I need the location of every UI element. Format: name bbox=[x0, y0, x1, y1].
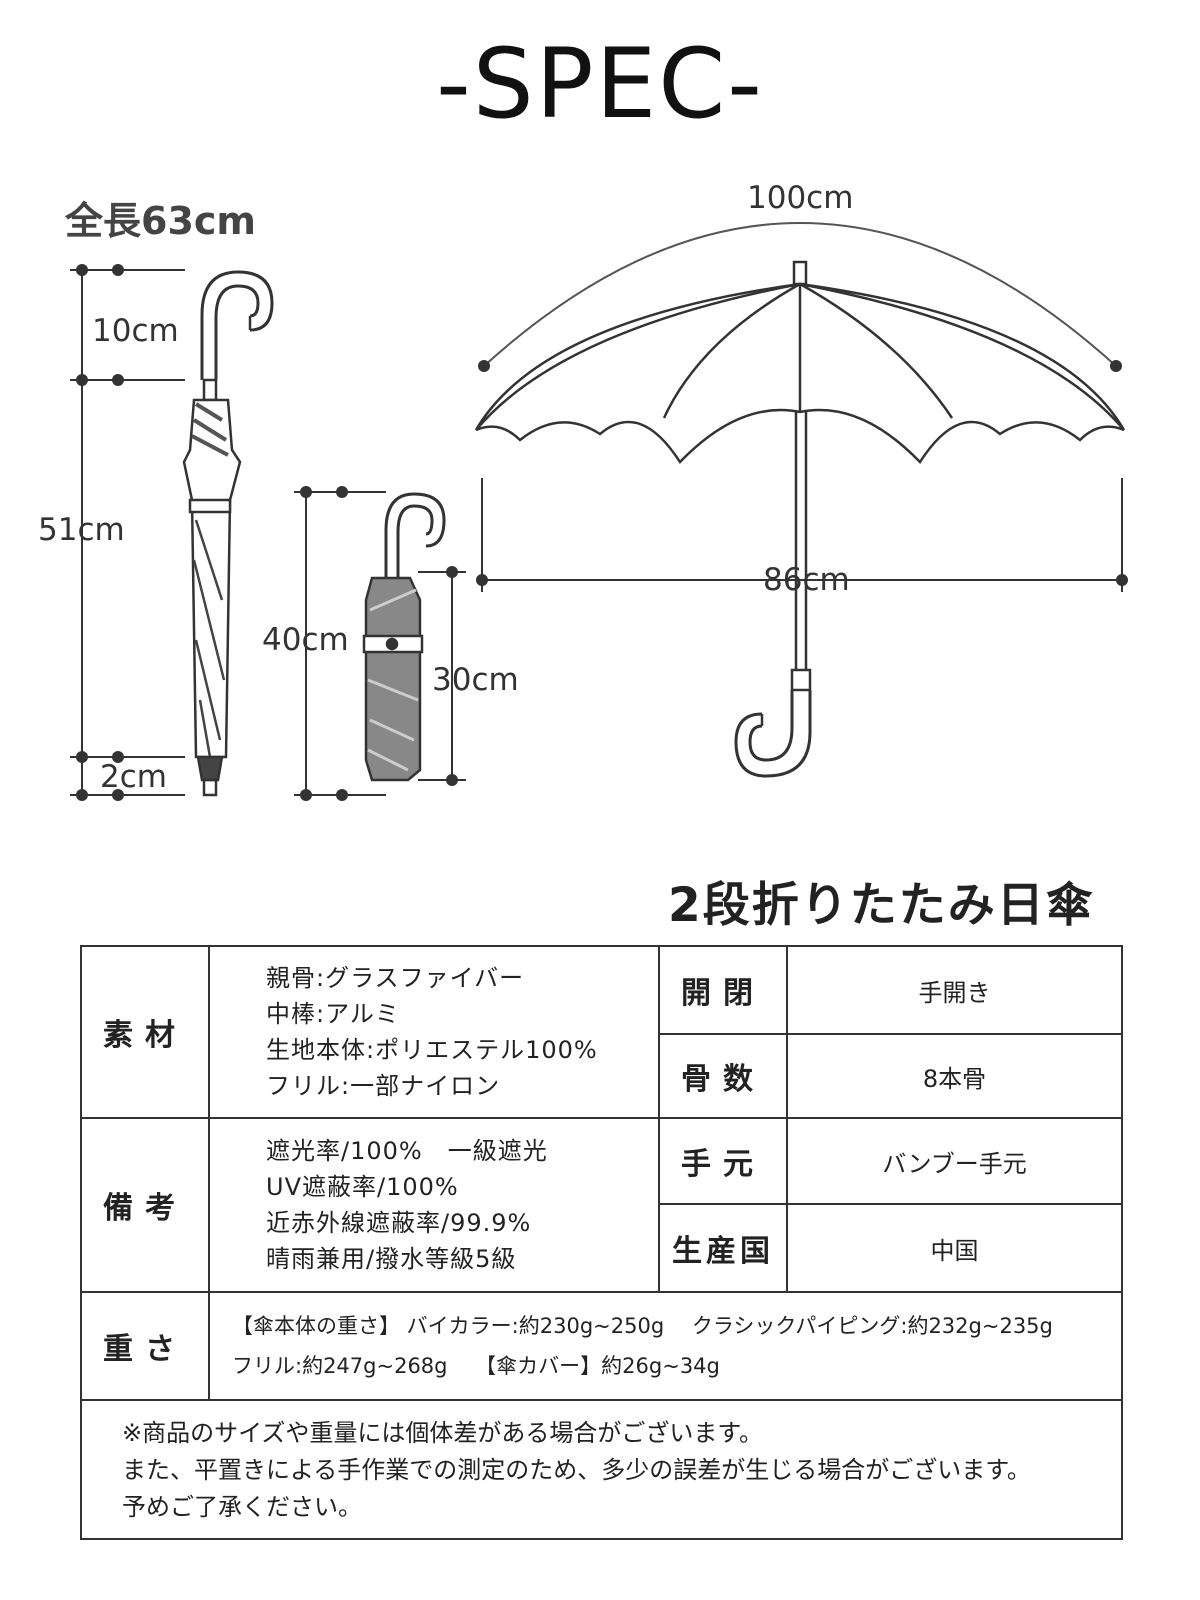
material-label: 素材 bbox=[80, 945, 210, 1119]
table-row: 骨数 8本骨 bbox=[81, 1033, 1123, 1119]
handle-label: 手元 bbox=[658, 1117, 788, 1205]
remarks-value: 遮光率/100% 一級遮光 UV遮蔽率/100% 近赤外線遮蔽率/99.9% 晴… bbox=[208, 1117, 660, 1293]
table-row: ※商品のサイズや重量には個体差がある場合がございます。 また、平置きによる手作業… bbox=[80, 1399, 1123, 1540]
table-row: 重さ 【傘本体の重さ】 バイカラー:約230g~250g クラシックパイピング:… bbox=[80, 1291, 1123, 1401]
origin-value: 中国 bbox=[786, 1203, 1123, 1293]
material-line: フリル:一部ナイロン bbox=[266, 1072, 501, 1100]
remarks-line: 近赤外線遮蔽率/99.9% bbox=[266, 1209, 532, 1237]
table-row: 生産国 中国 bbox=[81, 1203, 1123, 1293]
disclaimer-note: ※商品のサイズや重量には個体差がある場合がございます。 また、平置きによる手作業… bbox=[80, 1399, 1123, 1540]
opening-label: 開閉 bbox=[658, 945, 788, 1035]
long-umbrella-dimension-lines bbox=[70, 269, 185, 796]
page-title: -SPEC- bbox=[436, 28, 764, 140]
dimension-dots bbox=[76, 264, 1128, 801]
folding-folded-length-label: 30cm bbox=[432, 662, 519, 698]
remarks-label: 備考 bbox=[80, 1117, 210, 1293]
weight-line: 【傘本体の重さ】 バイカラー:約230g~250g クラシックパイピング:約23… bbox=[232, 1314, 1053, 1338]
weight-line: フリル:約247g~268g 【傘カバー】約26g~34g bbox=[232, 1354, 720, 1378]
weight-label: 重さ bbox=[80, 1291, 210, 1401]
opening-value: 手開き bbox=[786, 945, 1123, 1035]
arc-length-label: 100cm bbox=[747, 180, 854, 216]
note-line: 予めご了承ください。 bbox=[122, 1493, 362, 1521]
note-line: ※商品のサイズや重量には個体差がある場合がございます。 bbox=[122, 1419, 763, 1447]
remarks-line: 晴雨兼用/撥水等級5級 bbox=[266, 1245, 517, 1273]
weight-value: 【傘本体の重さ】 バイカラー:約230g~250g クラシックパイピング:約23… bbox=[208, 1291, 1123, 1401]
long-umbrella-icon bbox=[182, 270, 274, 797]
ribs-value: 8本骨 bbox=[786, 1033, 1123, 1119]
ribs-label: 骨数 bbox=[658, 1033, 788, 1119]
table-row: 備考 遮光率/100% 一級遮光 UV遮蔽率/100% 近赤外線遮蔽率/99.9… bbox=[80, 1117, 1123, 1293]
note-line: また、平置きによる手作業での測定のため、多少の誤差が生じる場合がございます。 bbox=[122, 1456, 1031, 1484]
material-line: 生地本体:ポリエステル100% bbox=[266, 1036, 598, 1064]
folding-umbrella-icon bbox=[362, 492, 446, 782]
remarks-line: UV遮蔽率/100% bbox=[266, 1173, 459, 1201]
tip-length-label: 2cm bbox=[100, 759, 167, 795]
open-umbrella-icon bbox=[474, 222, 1126, 778]
umbrella-diagrams bbox=[70, 222, 1128, 801]
table-row: 素材 親骨:グラスファイバー 中棒:アルミ 生地本体:ポリエステル100% フリ… bbox=[80, 945, 1123, 1119]
handle-length-label: 10cm bbox=[92, 313, 179, 349]
material-line: 親骨:グラスファイバー bbox=[266, 964, 525, 992]
material-line: 中棒:アルミ bbox=[266, 1000, 400, 1028]
remarks-line: 遮光率/100% 一級遮光 bbox=[266, 1137, 548, 1165]
handle-value: バンブー手元 bbox=[786, 1117, 1123, 1205]
product-subtitle: 2段折りたたみ日傘 bbox=[668, 878, 1095, 933]
origin-label: 生産国 bbox=[658, 1203, 788, 1293]
total-length-label: 全長63cm bbox=[65, 199, 257, 243]
spec-table: 素材 親骨:グラスファイバー 中棒:アルミ 生地本体:ポリエステル100% フリ… bbox=[80, 945, 1123, 1540]
open-umbrella-dimension-lines bbox=[481, 478, 1123, 592]
material-value: 親骨:グラスファイバー 中棒:アルミ 生地本体:ポリエステル100% フリル:一… bbox=[208, 945, 660, 1119]
